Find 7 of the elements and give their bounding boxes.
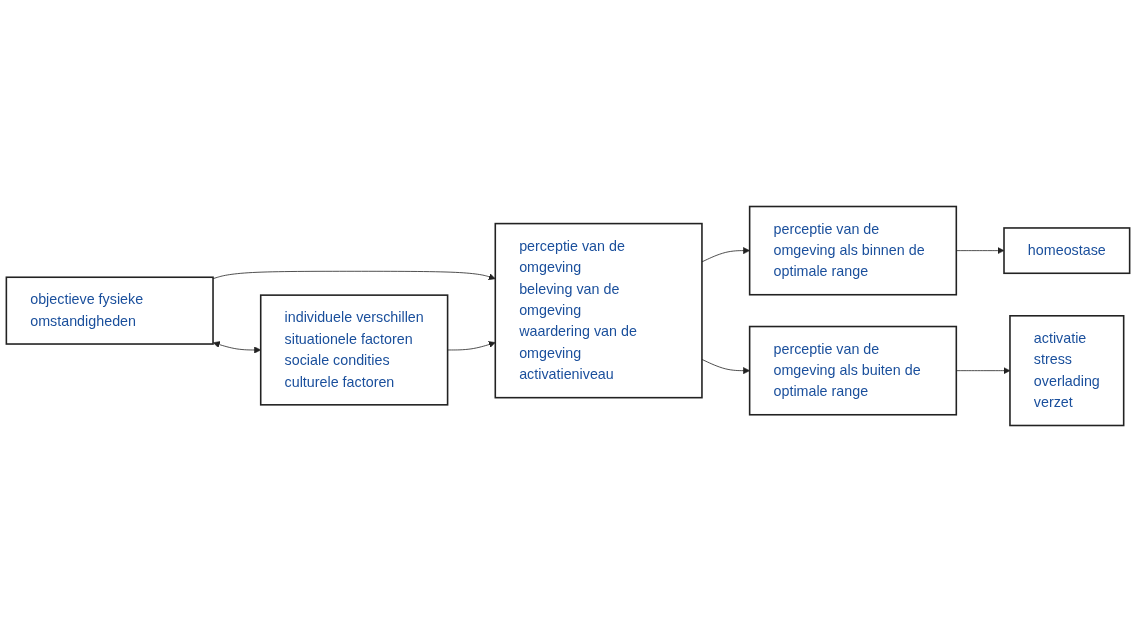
node-box: objectieve fysieke omstandigheden <box>5 276 214 345</box>
node-box: homeostase <box>1003 227 1131 275</box>
node-box: perceptie van de omgeving als buiten de optimale range <box>748 325 958 416</box>
node-box: individuele verschillen situationele factoren sociale condities culturele factoren <box>259 294 449 406</box>
node-box: perceptie van de omgeving als binnen de optimale range <box>748 205 958 296</box>
node-box: activatie stress overlading verzet <box>1009 315 1125 427</box>
node-box: perceptie van de omgeving beleving van de omgeving waardering van de omgeving activatieniveau <box>494 222 703 399</box>
